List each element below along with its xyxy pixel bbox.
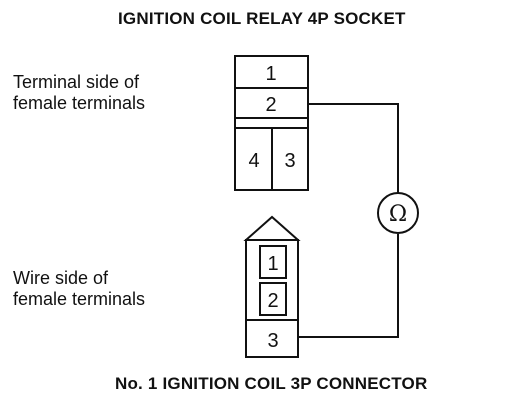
relay-terminal-3: 3 <box>284 150 295 172</box>
coil-connector-lock-tab <box>243 215 301 241</box>
coil-terminal-1-cavity <box>259 245 287 279</box>
coil-connector <box>243 215 301 358</box>
ohmmeter-icon <box>377 192 419 234</box>
meter-lead-top <box>308 103 399 193</box>
relay-socket-side-label: Terminal side of female terminals <box>13 72 145 114</box>
relay-socket <box>234 55 309 191</box>
coil-connector-side-label: Wire side of female terminals <box>13 268 145 310</box>
relay-terminal-4: 4 <box>248 150 259 172</box>
coil-terminal-2: 2 <box>267 290 278 312</box>
coil-terminal-2-cavity <box>259 282 287 316</box>
relay-socket-side-label-line-2: female terminals <box>13 93 146 113</box>
meter-lead-bottom <box>298 234 399 338</box>
relay-terminal-1: 1 <box>265 63 276 85</box>
coil-connector-side-label-line-2: female terminals <box>13 289 146 309</box>
coil-connector-outline <box>245 239 299 358</box>
coil-terminal-3: 3 <box>267 330 278 352</box>
relay-socket-title: IGNITION COIL RELAY 4P SOCKET <box>118 9 406 28</box>
relay-socket-side-label-line-1: Terminal side of <box>13 72 140 92</box>
relay-terminal-2: 2 <box>265 94 276 116</box>
coil-connector-side-label-line-1: Wire side of <box>13 268 109 288</box>
coil-connector-title: No. 1 IGNITION COIL 3P CONNECTOR <box>115 374 428 393</box>
coil-terminal-1: 1 <box>267 253 278 275</box>
ohm-symbol: Ω <box>389 202 407 227</box>
